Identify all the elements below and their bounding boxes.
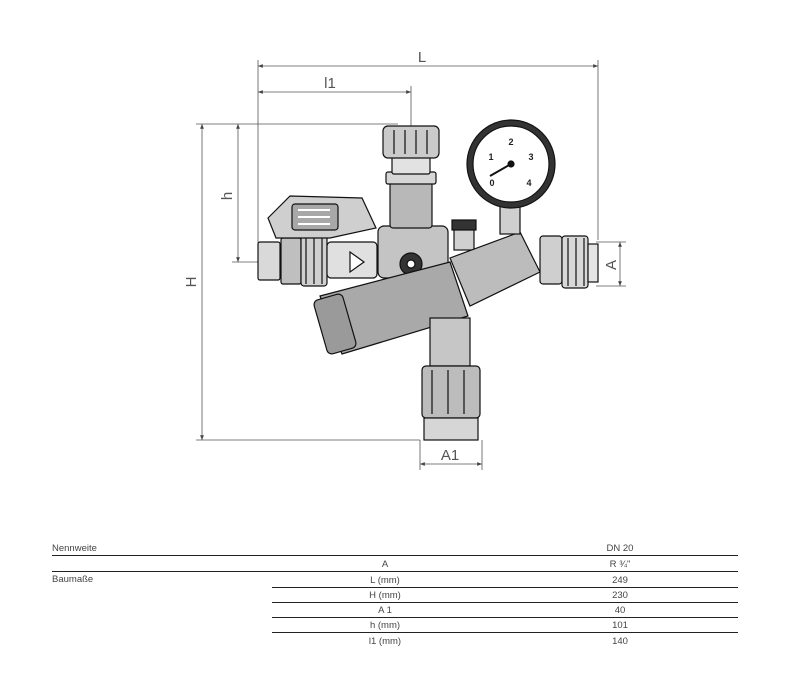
dimension-label-A: A xyxy=(603,260,620,270)
dimension-lines xyxy=(196,60,626,470)
table-row-label: A 1 xyxy=(378,605,392,616)
table-row-value: 40 xyxy=(614,605,626,616)
table-row-value: 101 xyxy=(612,620,628,631)
table-row-label: A xyxy=(381,559,389,570)
table-row-rule xyxy=(272,587,738,588)
table-row-label: h (mm) xyxy=(369,620,401,631)
dimension-label-H: H xyxy=(183,277,200,288)
pressure-gauge-scale: 0 1 2 3 4 xyxy=(488,137,533,188)
table-row-value: 140 xyxy=(612,636,628,647)
table-header-label: Nennweite xyxy=(52,543,97,554)
valve-technical-drawing: L l1 H h A A1 xyxy=(183,49,626,470)
dimension-label-L: L xyxy=(418,49,426,66)
table-row-rule xyxy=(272,632,738,633)
table-row-rule xyxy=(52,571,738,572)
table-group-label: Baumaße xyxy=(52,574,94,585)
gauge-number-1: 1 xyxy=(488,152,493,162)
table-row-rule xyxy=(272,617,738,618)
gauge-number-2: 2 xyxy=(508,137,513,147)
dimension-label-h: h xyxy=(219,192,236,200)
dimension-label-A1: A1 xyxy=(441,447,459,464)
dimension-label-l1: l1 xyxy=(324,75,336,92)
table-row-label: l1 (mm) xyxy=(368,636,402,647)
gauge-number-0: 0 xyxy=(489,178,494,188)
valve-assembly xyxy=(257,119,599,441)
table-row-rule xyxy=(272,602,738,603)
gauge-number-4: 4 xyxy=(526,178,531,188)
gauge-number-3: 3 xyxy=(528,152,533,162)
table-row-label: L (mm) xyxy=(370,575,400,586)
table-header-value: DN 20 xyxy=(606,543,634,554)
table-row-value: 230 xyxy=(612,590,628,601)
table-row-value: R ¾" xyxy=(609,559,631,570)
table-row-value: 249 xyxy=(612,575,628,586)
table-row-label: H (mm) xyxy=(369,590,401,601)
table-header-rule xyxy=(52,555,738,556)
